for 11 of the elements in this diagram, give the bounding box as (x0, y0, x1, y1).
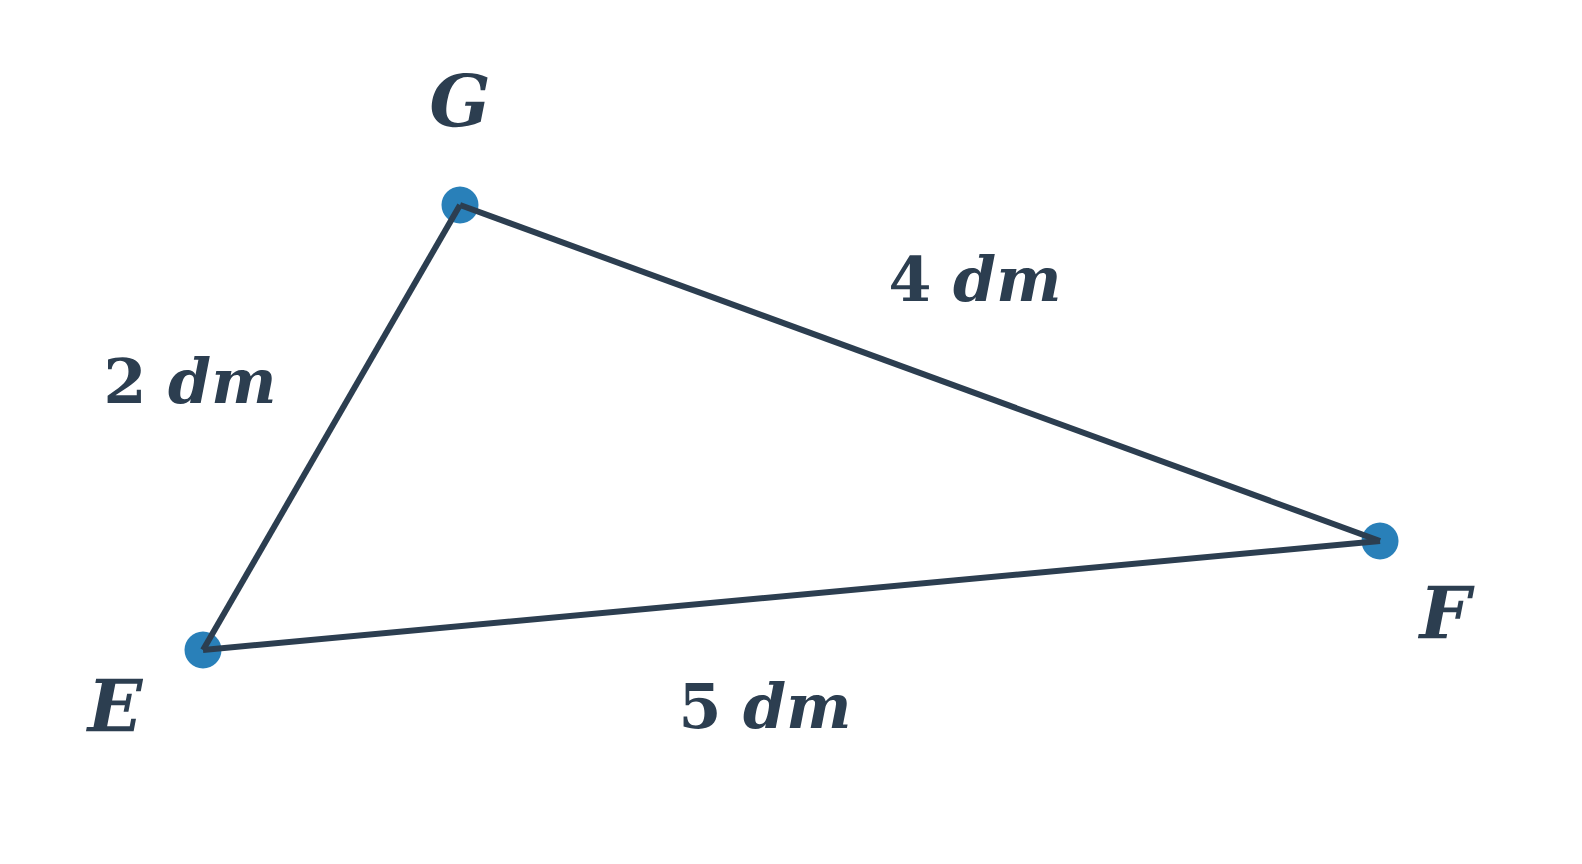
vertex-label: F (1417, 585, 1475, 639)
point-dot (441, 186, 479, 224)
point-dot (1361, 522, 1399, 560)
triangle-side (202, 538, 1381, 653)
side-length-label: 5 dm (683, 681, 848, 729)
side-length-label: 4 dm (891, 254, 1058, 302)
point-dot (184, 631, 222, 669)
side-length-label: 2 dm (107, 356, 273, 404)
vertex-label: G (431, 72, 488, 128)
triangle-side (200, 203, 463, 652)
vertex-label: E (86, 678, 144, 732)
